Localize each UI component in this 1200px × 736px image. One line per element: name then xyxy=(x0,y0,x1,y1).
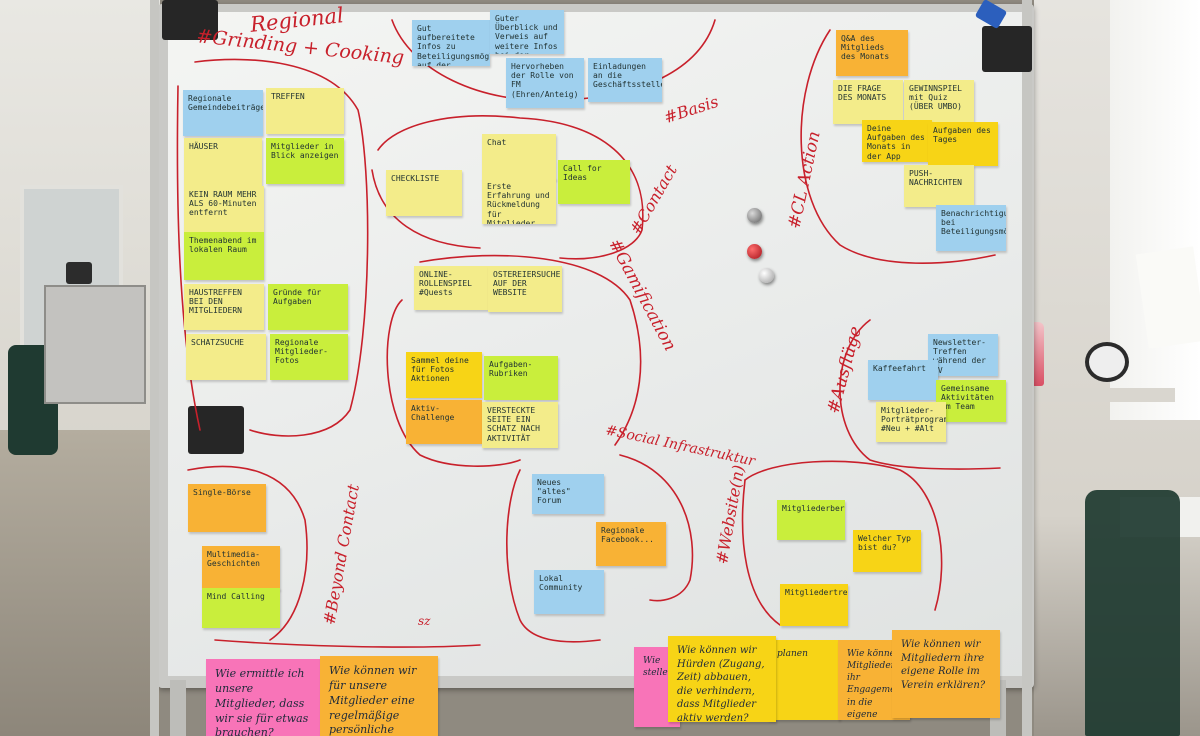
eraser-top-left xyxy=(162,0,218,40)
arc-website-bottom xyxy=(744,460,943,611)
note-checkliste: CHECKLISTE xyxy=(386,170,462,216)
note-gewinnspiel: GEWINNSPIEL mit Quiz (ÜBER UMBO) xyxy=(904,80,974,122)
note-ostereiersuche: OSTEREIERSUCHE AUF DER WEBSITE xyxy=(488,266,562,312)
note-gruende: Gründe für Aufgaben xyxy=(268,284,348,330)
note-haeuser: HÄUSER xyxy=(184,138,262,186)
note-themenabend: Themenabend im lokalen Raum xyxy=(184,232,264,280)
note-mitglieder-fotos: Regionale Mitglieder-Fotos xyxy=(270,334,348,380)
arc-beyond xyxy=(187,465,308,641)
floor-left xyxy=(0,430,160,736)
note-mitglieder-blick: Mitglieder in Blick anzeigen xyxy=(266,138,344,184)
note-welcher-typ: Welcher Typ bist du? xyxy=(853,530,921,572)
arc-social-right xyxy=(619,454,694,602)
note-online-rollenspiel: ONLINE-ROLLENSPIEL #Quests xyxy=(414,266,488,310)
note-versteckte: VERSTECKTE SEITE EIN SCHATZ NACH AKTIVIT… xyxy=(482,402,558,448)
arc-gamification xyxy=(386,299,521,467)
note-chat: Chat xyxy=(482,134,556,180)
note-regionale-facebook: Regionale Facebook... xyxy=(596,522,666,566)
arc-regional xyxy=(194,58,369,437)
note-auffrischen: Gut aufbereitete Infos zu Beteiligungsmö… xyxy=(412,20,490,66)
note-schatzsuche: SCHATZSUCHE xyxy=(186,334,266,380)
note-aufgaben-app: Deine Aufgaben des Monats in der App xyxy=(862,120,932,162)
note-aufgaben-tages: Aufgaben des Tages xyxy=(928,122,998,166)
frame-post-right xyxy=(1022,0,1032,736)
magnet-white xyxy=(759,268,774,283)
desk-right xyxy=(1015,388,1175,402)
note-mitglieder-portrait: Mitglieder-Porträtprogramm #Neu + #Alt xyxy=(876,402,946,442)
note-singleboerse: Single-Börse xyxy=(188,484,266,532)
arc-contact-left xyxy=(371,169,481,249)
note-benachrichtigung: Benachrichtigung bei Beteiligungsmöglich… xyxy=(936,205,1006,251)
magnet-red xyxy=(747,244,762,259)
note-hervorheben: Hervorheben der Rolle von FM (Ehren/Ante… xyxy=(506,58,584,108)
clock-desk xyxy=(1085,342,1129,382)
note-haustreffen: HAUSTREFFEN BEI DEN MITGLIEDERN xyxy=(184,284,264,330)
note-regionale: Regionale Gemeindebeiträge xyxy=(183,90,263,136)
magnet-grey xyxy=(747,208,762,223)
note-sammel: Sammel deine für Fotos Aktionen xyxy=(406,352,482,398)
chair-green xyxy=(1085,490,1180,736)
note-gemeinsame: Gemeinsame Aktivitäten im Team xyxy=(936,380,1006,422)
eraser-top-right xyxy=(982,26,1032,72)
note-call-for-ideas: Call for Ideas xyxy=(558,160,630,204)
note-qa: Q&A des Mitglieds des Monats xyxy=(836,30,908,76)
arc-regional-left xyxy=(176,85,201,431)
note-einladungen: Einladungen an die Geschäftsstelle xyxy=(588,58,662,102)
arc-cl-action xyxy=(800,29,996,264)
note-mitgliederbereich: Mitgliederbereich xyxy=(777,500,845,540)
clock-small xyxy=(66,262,92,284)
note-huerden: Wie können wir Hürden (Zugang, Zeit) abb… xyxy=(668,636,776,722)
note-forum: Neues "altes" Forum xyxy=(532,474,604,514)
note-ueberblick: Guter Überblick und Verweis auf weitere … xyxy=(490,10,564,54)
frame-post-left xyxy=(150,0,159,736)
heading-sz: sz xyxy=(418,614,431,628)
note-multimedia: Multimedia-Geschichten xyxy=(202,546,280,590)
arc-bottom xyxy=(214,639,481,648)
note-mitgliedertreffen: Mitgliedertreffen xyxy=(780,584,848,626)
note-mind-calling: Mind Calling xyxy=(202,588,280,628)
frame-leg-left xyxy=(170,680,186,736)
arc-ausfluge xyxy=(839,319,1001,470)
note-aufgaben-rubrik: Aufgaben-Rubriken xyxy=(484,356,558,400)
note-eigene-rolle: Wie können wir Mitgliedern ihre eigene R… xyxy=(892,630,1000,718)
note-push: PUSH-NACHRICHTEN xyxy=(904,165,974,207)
note-treffen: TREFFEN xyxy=(266,88,344,134)
note-frage-monats: DIE FRAGE DES MONATS xyxy=(833,80,903,124)
arc-gamification-right xyxy=(419,254,642,446)
printer-cart xyxy=(44,285,146,404)
note-wie-ermittle: Wie ermittle ich unsere Mitglieder, dass… xyxy=(206,659,324,736)
note-kaffeefahrt: Kaffeefahrt xyxy=(868,360,938,400)
note-lokal-community: Lokal Community xyxy=(534,570,604,614)
note-planen: planen xyxy=(768,640,840,720)
note-regelmaessig: Wie können wir für unsere Mitglieder ein… xyxy=(320,656,438,736)
arc-website-left xyxy=(741,479,781,626)
note-newsletter-treffen: Newsletter-Treffen während der MV xyxy=(928,334,998,376)
note-erste-erfahrung: Erste Erfahrung und Rückmeldung für Mitg… xyxy=(482,178,556,224)
arc-basis xyxy=(377,115,644,260)
note-aktiv-challenge: Aktiv-Challenge xyxy=(406,400,482,444)
arc-social xyxy=(506,469,601,643)
note-kein-raum: KEIN RAUM MEHR ALS 60-Minuten entfernt xyxy=(184,186,264,232)
